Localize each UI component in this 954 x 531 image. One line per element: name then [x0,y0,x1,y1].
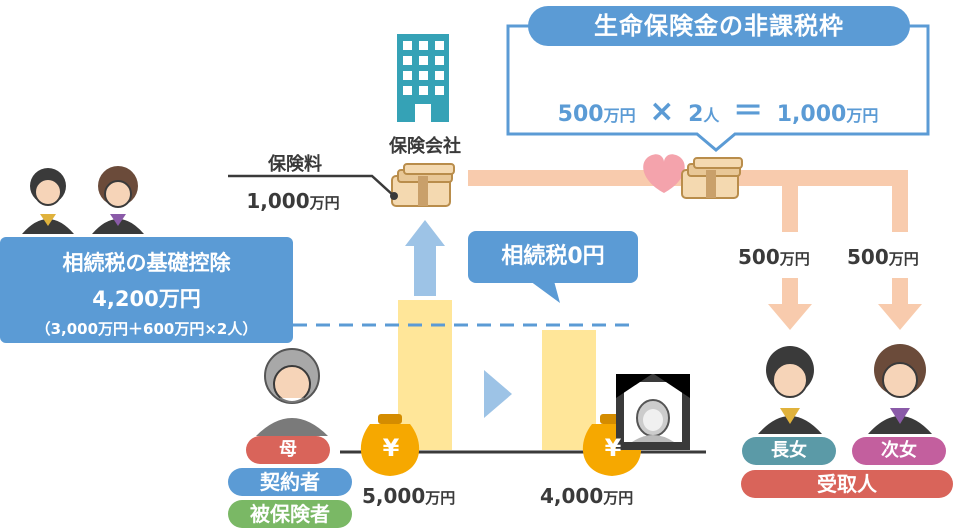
payout-value: 500 [847,245,889,269]
basic-deduction-detail: （3,000万円＋600万円×2人） [35,320,258,338]
building-icon [397,34,449,122]
estate-after-amount: 4,000万円 [540,484,633,508]
nontaxable-callout-frame [506,24,930,152]
memorial-portrait-icon [616,374,690,450]
estate-bar-after [542,330,596,450]
nontaxable-formula: 500万円 × 2人 ＝ 1,000万円 [508,86,928,130]
second-daughter-label: 次女 [852,437,946,465]
heirs-unit: 人 [703,106,720,125]
insured-label: 被保険者 [228,500,352,528]
payout-value: 500 [738,245,780,269]
insurance-company-label: 保険会社 [389,136,461,157]
payout-unit: 万円 [779,250,810,268]
times-symbol: × [649,94,675,129]
contractor-label: 契約者 [228,468,352,496]
heirs-count: 2 [688,102,704,127]
basic-deduction-title: 相続税の基礎控除 [62,251,231,275]
money-stack-icon [681,157,743,199]
transition-arrow [484,370,512,418]
premium-value: 1,000 [246,189,310,213]
person-icon [92,166,144,234]
basic-deduction-amount: 4,200万円 [92,287,201,311]
equals-symbol: ＝ [733,94,764,129]
person-icon [256,348,328,436]
premium-amount: 1,000万円 [228,189,358,213]
heart-icon [643,154,685,193]
per-person-unit: 万円 [603,106,636,125]
yen-icon: ¥ [382,434,400,462]
estate-after-unit: 万円 [603,489,634,507]
inheritance-tax-bubble: 相続税0円 [468,231,638,283]
money-bag-icon [360,414,420,476]
per-person-amount: 500 [557,102,604,127]
eldest-daughter-label: 長女 [742,437,836,465]
premium-up-arrow [405,220,445,296]
estate-before-unit: 万円 [425,489,456,507]
premium-unit: 万円 [309,194,340,212]
estate-before-amount: 5,000万円 [362,484,455,508]
person-icon [758,346,822,434]
payout-amount-daughter1: 500万円 [738,245,810,269]
nontaxable-total: 1,000 [776,102,847,127]
estate-after-value: 4,000 [540,484,604,508]
nontaxable-total-unit: 万円 [846,106,879,125]
person-icon [868,344,932,434]
money-stack-icon [391,163,455,207]
premium-leader-line [228,174,395,197]
nontaxable-title: 生命保険金の非課税枠 [528,6,910,46]
tax-bubble-pointer [530,281,560,303]
payout-unit: 万円 [888,250,919,268]
yen-icon: ¥ [604,434,622,462]
person-icon [22,168,74,234]
beneficiary-label: 受取人 [741,470,953,498]
premium-label: 保険料 [268,154,322,175]
mother-label: 母 [246,436,330,464]
payout-amount-daughter2: 500万円 [847,245,919,269]
estate-before-value: 5,000 [362,484,426,508]
payout-flow-lines [468,170,922,330]
basic-deduction-box: 相続税の基礎控除 4,200万円 （3,000万円＋600万円×2人） [0,237,293,343]
